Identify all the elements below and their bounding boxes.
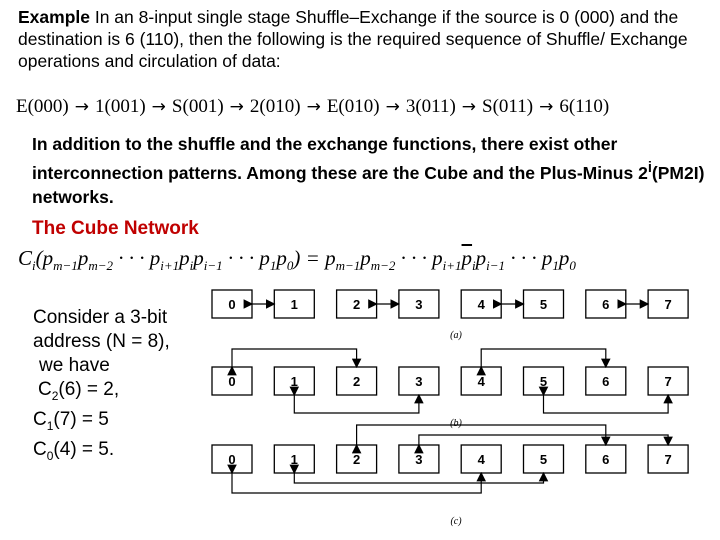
consider-line: address (N = 8), — [33, 331, 170, 352]
node-label: 2 — [353, 452, 360, 467]
formula-lhs-sub: i — [32, 258, 36, 274]
cube-link — [289, 386, 424, 414]
para2-text: In addition to the shuffle and the excha… — [32, 134, 648, 183]
node-label: 0 — [228, 452, 235, 467]
cube-network-heading: The Cube Network — [32, 218, 199, 239]
node-box — [522, 289, 565, 319]
node-label: 3 — [415, 374, 422, 389]
panel-caption: (c) — [450, 516, 462, 527]
panel-caption: (a) — [450, 330, 462, 341]
node-label: 6 — [602, 297, 609, 312]
node-label: 5 — [540, 297, 547, 312]
cube-link — [538, 386, 673, 414]
node-label: 0 — [228, 374, 235, 389]
arrow-right-icon: → — [306, 97, 321, 117]
node-label: 1 — [291, 374, 298, 389]
seq-step: 6(110) — [559, 96, 610, 117]
node-box — [398, 289, 440, 319]
formula-eq: = — [305, 246, 320, 270]
cube-formula: Ci(pm−1pm−2 · · · pi+1pipi−1 · · · p1p0)… — [18, 246, 576, 274]
node-label: 5 — [540, 374, 547, 389]
node-label: 1 — [291, 297, 298, 312]
cube-link — [476, 348, 611, 376]
consider-line: Consider a 3-bit — [33, 307, 168, 328]
node-box — [647, 289, 689, 319]
arrow-right-icon: → — [74, 97, 90, 117]
node-label: 7 — [664, 452, 671, 467]
consider-c2: C2(6) = 2, — [38, 379, 120, 403]
exchange-sequence: E(000)→1(001)→S(001)→2(010)→E(010)→3(011… — [16, 96, 609, 118]
intro-bold-word: Example — [18, 7, 90, 27]
seq-step: 1(001) — [95, 96, 146, 117]
node-label: 3 — [415, 297, 422, 312]
seq-step: 3(011) — [405, 96, 456, 117]
cube-link — [414, 434, 673, 454]
arrow-right-icon: → — [385, 97, 400, 117]
para2-text-end: (PM2I) networks. — [32, 162, 705, 207]
consider-c0: C0(4) = 5. — [33, 438, 115, 463]
consider-c1: C1(7) = 5 — [33, 408, 109, 433]
node-label: 4 — [478, 452, 486, 467]
seq-step: S(001) — [171, 96, 224, 117]
seq-step: 2(010) — [249, 96, 301, 117]
node-label: 4 — [478, 297, 486, 312]
cube-link — [289, 464, 549, 484]
arrow-right-icon: → — [539, 97, 554, 117]
node-label: 0 — [228, 297, 235, 312]
node-label: 6 — [602, 452, 609, 467]
consider-example: Consider a 3-bit address (N = 8), we hav… — [33, 306, 208, 467]
node-label: 5 — [540, 452, 547, 467]
arrow-right-icon: → — [461, 97, 477, 117]
node-label: 2 — [353, 297, 360, 312]
node-label: 7 — [664, 297, 671, 312]
arrow-right-icon: → — [229, 97, 244, 117]
consider-line: we have — [39, 355, 110, 376]
node-label: 6 — [602, 374, 609, 389]
arrow-right-icon: → — [151, 97, 166, 117]
intro-paragraph: Example In an 8-input single stage Shuff… — [18, 6, 714, 72]
formula-lhs: C — [18, 246, 33, 270]
seq-step: E(000) — [16, 96, 69, 117]
para2-sup: i — [647, 160, 652, 176]
interconnection-paragraph: In addition to the shuffle and the excha… — [32, 132, 712, 209]
node-label: 4 — [478, 374, 486, 389]
node-label: 7 — [664, 374, 671, 389]
node-label: 1 — [291, 452, 298, 467]
cube-link — [227, 348, 362, 376]
seq-step: E(010) — [326, 96, 380, 117]
node-label: 3 — [415, 452, 422, 467]
cube-network-diagram: 0 1 2 3 4 5 6 7 (a) 0 1 2 3 4 5 6 7 (b) 0 1 2 3 4 5 6 7 (c) — [211, 289, 689, 527]
node-label: 2 — [353, 374, 360, 389]
intro-text: In an 8-input single stage Shuffle–Excha… — [18, 7, 688, 71]
seq-step: S(011) — [482, 96, 534, 117]
panel-caption: (b) — [450, 418, 462, 429]
